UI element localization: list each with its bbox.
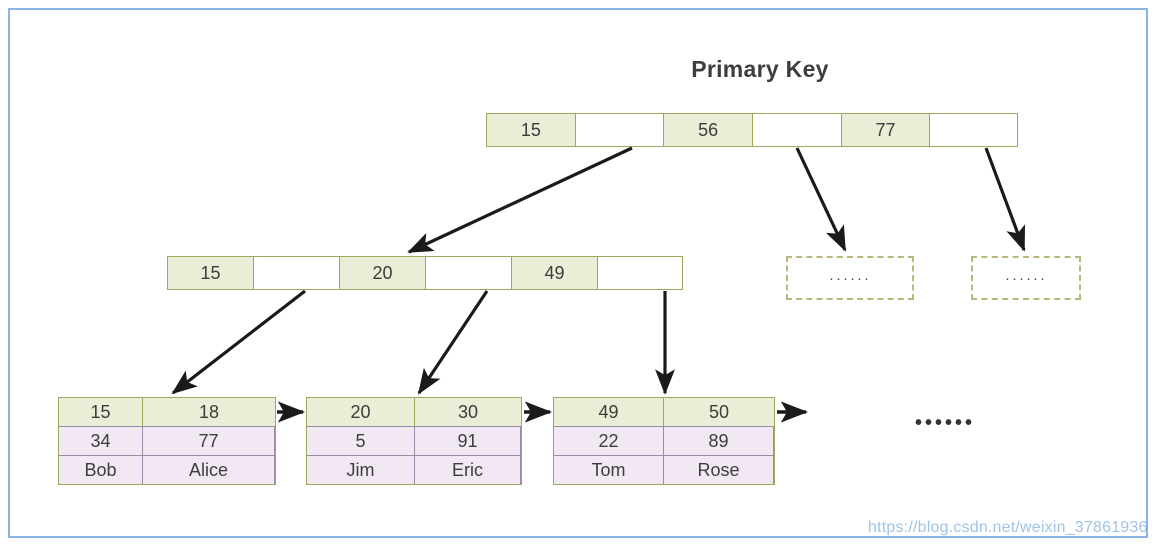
branch-cell-pointer-3[interactable] [598,257,682,289]
leaf-2-val2-1[interactable]: Jim [307,456,415,484]
leaf-1-val2-1[interactable]: Bob [59,456,143,484]
branch-index-node: 15 20 49 [167,256,683,290]
leaf-node-2: 20 30 5 91 Jim Eric [306,397,522,485]
leaf-3-val1-2[interactable]: 89 [664,427,774,455]
leaf-1-value-row-2: Bob Alice [59,456,275,484]
root-cell-key-2[interactable]: 56 [664,114,754,146]
leaf-2-val2-2[interactable]: Eric [415,456,521,484]
leaf-2-key-2[interactable]: 30 [457,401,479,422]
leaf-1-val2-2[interactable]: Alice [143,456,275,484]
watermark-url: https://blog.csdn.net/weixin_37861936 [868,519,1148,536]
leaf-1-val1-2[interactable]: 77 [143,427,275,455]
leaf-3-key-2[interactable]: 50 [708,401,730,422]
leaf-3-key-1[interactable]: 49 [554,398,664,426]
root-cell-pointer-2[interactable] [753,114,842,146]
branch-cell-pointer-2[interactable] [426,257,512,289]
leaf-2-val1-2[interactable]: 91 [415,427,521,455]
leaf-1-key-1[interactable]: 15 [59,398,143,426]
leaf-node-1: 15 18 34 77 Bob Alice [58,397,276,485]
leaf-3-value-row-1: 22 89 [554,427,774,456]
branch-cell-pointer-1[interactable] [254,257,340,289]
leaf-1-key-row: 15 18 [59,398,275,427]
leaf-1-value-row-1: 34 77 [59,427,275,456]
branch-cell-key-1[interactable]: 15 [168,257,254,289]
leaf-3-val2-1[interactable]: Tom [554,456,664,484]
leaf-3-value-row-2: Tom Rose [554,456,774,484]
placeholder-box-1: ······ [786,256,914,300]
leaf-2-value-row-1: 5 91 [307,427,521,456]
root-cell-key-3[interactable]: 77 [841,114,931,146]
leaf-2-value-row-2: Jim Eric [307,456,521,484]
leaf-3-key-row: 49 50 [554,398,774,427]
root-cell-pointer-3[interactable] [930,114,1018,146]
root-cell-pointer-1[interactable] [575,114,665,146]
leaf-1-val1-1[interactable]: 34 [59,427,143,455]
root-cell-key-1[interactable]: 15 [487,114,576,146]
leaf-3-val2-2[interactable]: Rose [664,456,774,484]
leaf-chain-ellipsis: •••••• [914,412,975,434]
leaf-2-key-1[interactable]: 20 [307,398,415,426]
leaf-3-val1-1[interactable]: 22 [554,427,664,455]
branch-cell-key-3[interactable]: 49 [512,257,598,289]
leaf-node-3: 49 50 22 89 Tom Rose [553,397,775,485]
page-title: Primary Key [691,56,829,82]
leaf-2-key-row: 20 30 [307,398,521,427]
branch-cell-key-2[interactable]: 20 [340,257,426,289]
placeholder-box-2: ······ [971,256,1081,300]
root-index-node: 15 56 77 [486,113,1018,147]
leaf-1-key-2[interactable]: 18 [198,401,220,422]
leaf-2-val1-1[interactable]: 5 [307,427,415,455]
